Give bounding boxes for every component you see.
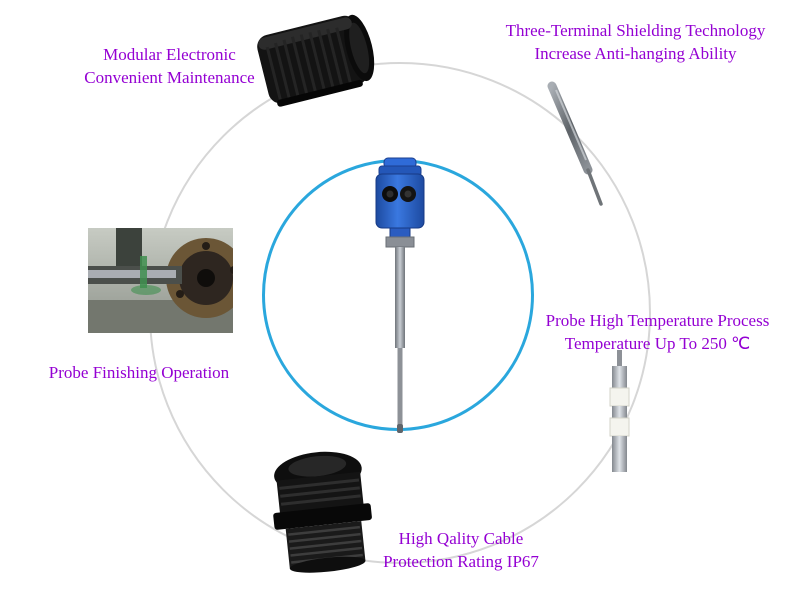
electronic-module-image [257, 14, 375, 107]
feature-label-line: Modular Electronic [103, 45, 236, 64]
feature-label-line: Convenient Maintenance [84, 67, 255, 87]
probe-machining-image [88, 228, 233, 333]
cable-gland-image [273, 451, 372, 573]
feature-label-line: Temperature Up To 250 ℃ [564, 333, 751, 353]
feature-label-line: Protection Rating IP67 [383, 551, 539, 571]
feature-label-modular-electronic: Modular Electronic Convenient Maintenanc… [52, 44, 287, 90]
feature-label-cable-protection: High Qality Cable Protection Rating IP67 [350, 528, 572, 574]
level-sensor-product-image [375, 157, 425, 433]
feature-label-line: Probe Finishing Operation [48, 363, 230, 382]
feature-label-line: Three-Terminal Shielding Technology [505, 21, 766, 40]
shielded-probe-tip-image [547, 81, 603, 206]
feature-label-high-temperature: Probe High Temperature Process Temperatu… [515, 310, 800, 356]
feature-label-line: High Qality Cable [398, 529, 524, 548]
feature-label-line: Probe High Temperature Process [545, 311, 770, 330]
high-temperature-probe-image [609, 350, 630, 472]
feature-label-probe-finishing: Probe Finishing Operation [24, 362, 254, 385]
feature-label-three-terminal-shielding: Three-Terminal Shielding Technology Incr… [478, 20, 793, 66]
feature-label-line: Increase Anti-hanging Ability [534, 43, 737, 63]
